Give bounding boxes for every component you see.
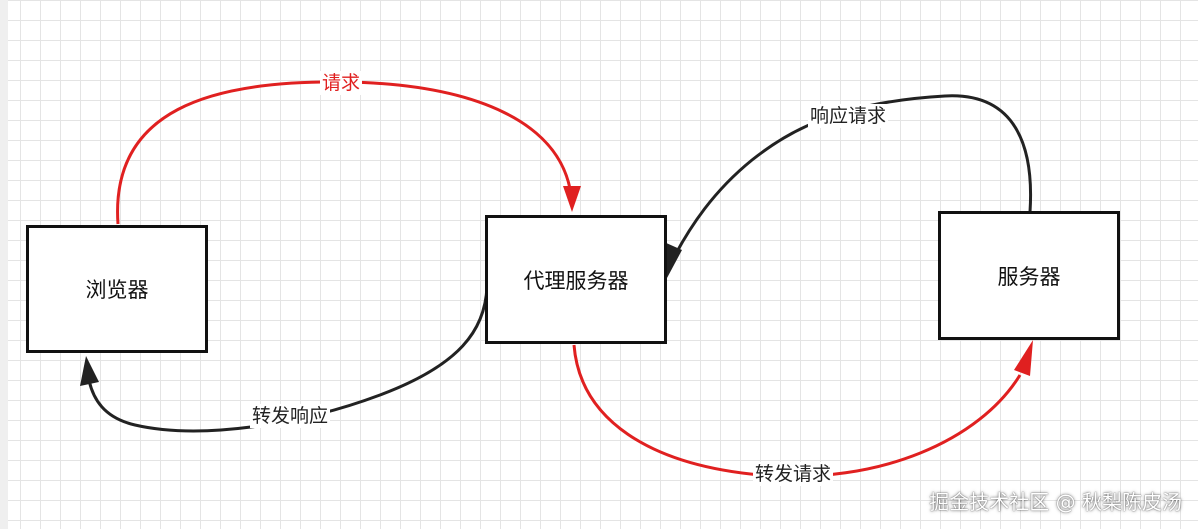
server-label: 服务器 xyxy=(997,264,1061,289)
forward-response-label: 转发响应 xyxy=(250,404,331,428)
browser-node: 浏览器 xyxy=(26,225,208,353)
server-node: 服务器 xyxy=(938,211,1120,340)
response-request-label: 响应请求 xyxy=(808,104,889,128)
watermark: 掘金技术社区 @ 秋梨陈皮汤 xyxy=(929,490,1182,514)
request-label: 请求 xyxy=(320,71,363,95)
forward-request-arrow xyxy=(572,344,1022,478)
forward-request-label: 转发请求 xyxy=(753,462,834,486)
response-request-arrowhead xyxy=(664,242,682,278)
request-arrowhead xyxy=(563,186,581,212)
forward-response-arrowhead xyxy=(80,356,99,386)
proxy-server-node: 代理服务器 xyxy=(485,215,667,344)
left-margin-strip xyxy=(0,0,8,529)
forward-request-arrowhead xyxy=(1014,340,1033,376)
request-arrow xyxy=(116,80,574,225)
browser-label: 浏览器 xyxy=(85,278,149,302)
proxy-server-label: 代理服务器 xyxy=(523,268,629,293)
